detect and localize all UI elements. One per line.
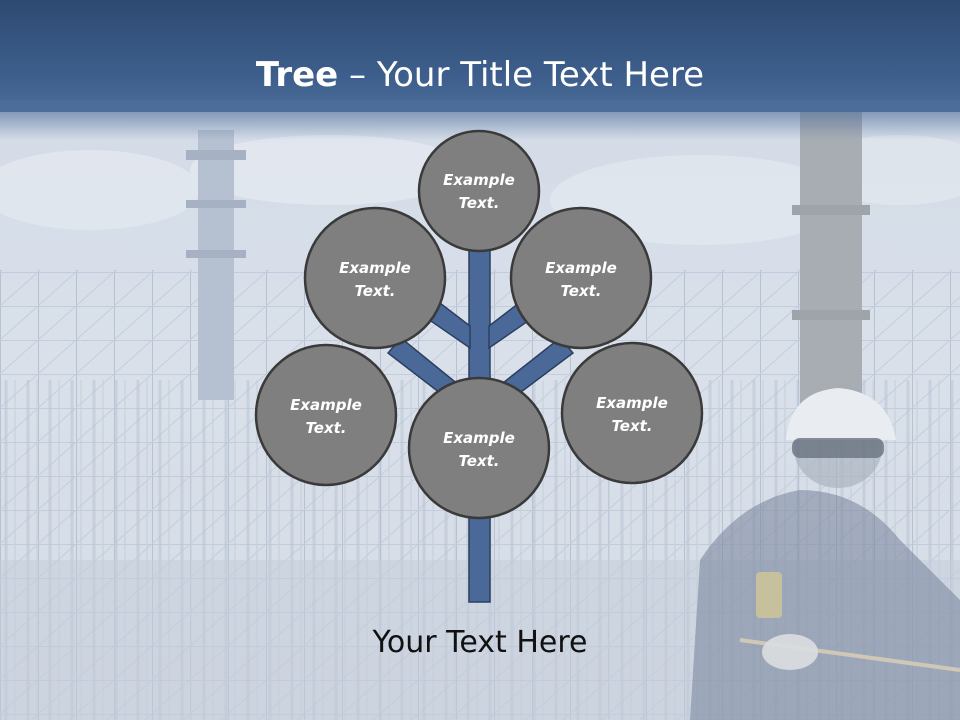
node-text-line1: Example <box>290 396 362 414</box>
node-circle <box>407 376 551 520</box>
tree-node: Example Text. <box>560 341 704 485</box>
slide-title: Tree – Your Title Text Here <box>0 52 960 98</box>
node-text-line2: Text. <box>611 417 652 435</box>
tree-node: Example Text. <box>509 206 653 350</box>
node-circle <box>303 206 447 350</box>
node-text-line2: Text. <box>458 452 499 470</box>
slide-title-bold: Tree <box>255 55 339 95</box>
tree-node: Example Text. <box>417 129 541 253</box>
node-text-line2: Text. <box>354 282 395 300</box>
title-bar <box>0 0 960 112</box>
node-circle <box>254 343 398 487</box>
tree-node: Example Text. <box>303 206 447 350</box>
footer-text: Your Text Here <box>372 625 588 660</box>
node-circle <box>509 206 653 350</box>
node-circle <box>560 341 704 485</box>
node-text-line2: Text. <box>305 419 346 437</box>
slide-title-rest: – Your Title Text Here <box>338 55 705 95</box>
node-text-line1: Example <box>545 259 617 277</box>
tree-node: Example Text. <box>407 376 551 520</box>
tree-node: Example Text. <box>254 343 398 487</box>
node-text-line1: Example <box>443 429 515 447</box>
node-text-line1: Example <box>339 259 411 277</box>
node-text-line2: Text. <box>560 282 601 300</box>
node-text-line2: Text. <box>458 194 499 212</box>
node-text-line1: Example <box>443 171 515 189</box>
node-circle <box>417 129 541 253</box>
node-text-line1: Example <box>596 394 668 412</box>
